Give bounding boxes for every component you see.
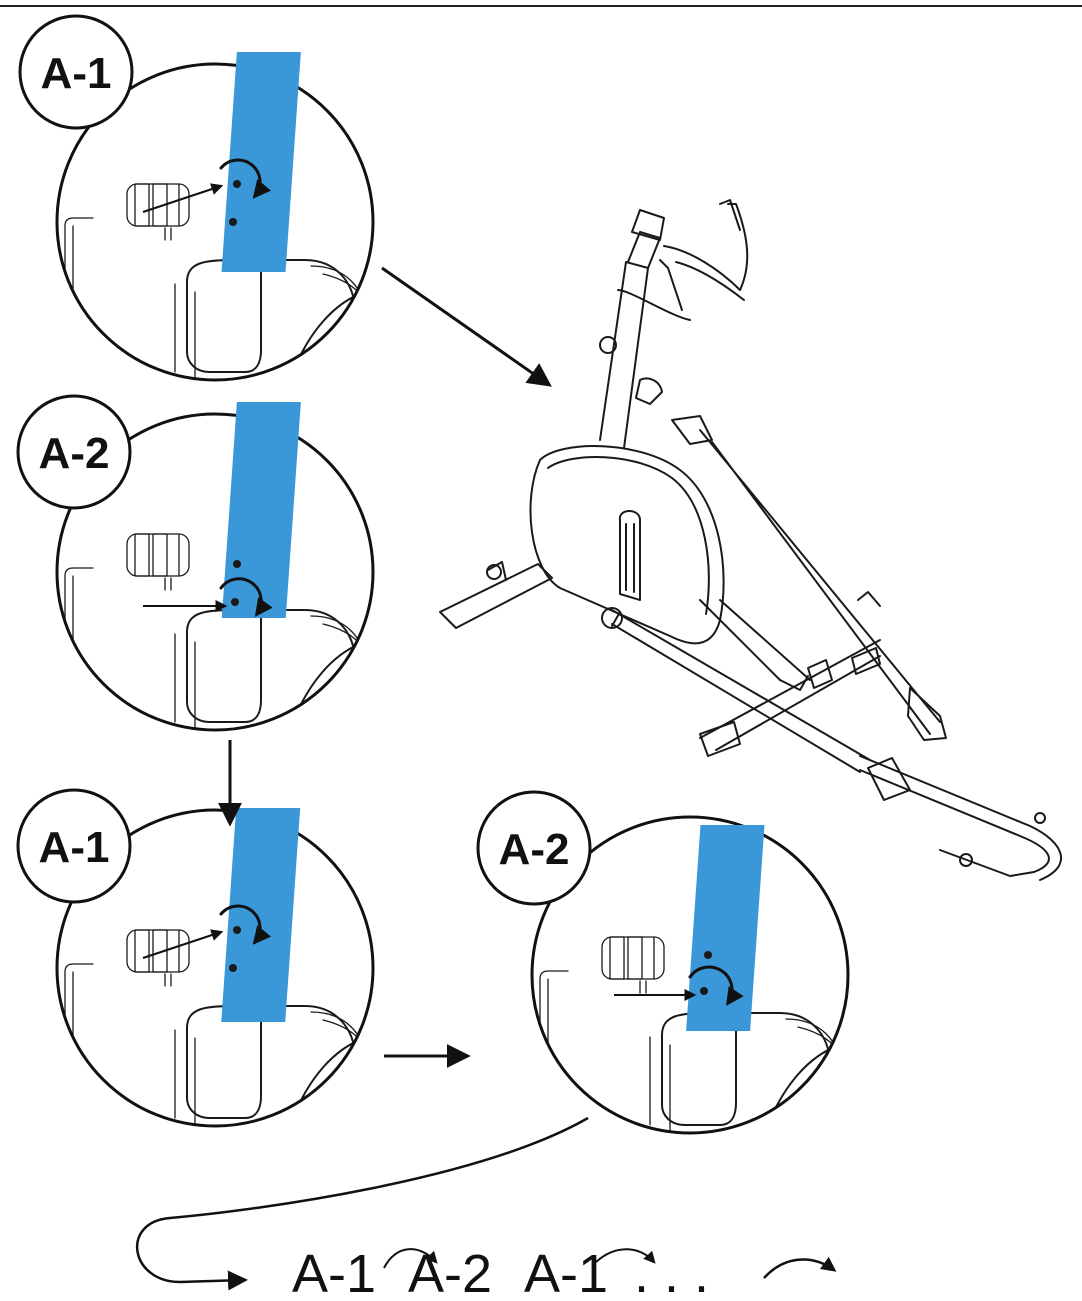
elliptical-trainer-illustration — [439, 199, 1062, 881]
pointer-arrow — [142, 929, 224, 959]
detail-panel-a1-top — [57, 52, 377, 392]
lower-bolt-hole — [229, 218, 237, 226]
pointer-arrow — [142, 183, 224, 213]
upper-bolt-hole — [704, 951, 712, 959]
blue-tube — [221, 52, 301, 272]
sequence-arrow-icon — [595, 1248, 656, 1264]
upper-bolt-hole — [233, 560, 241, 568]
sequence-item: A-1 — [292, 1244, 376, 1301]
upper-bolt-hole — [233, 926, 241, 934]
blue-tube — [686, 825, 765, 1031]
label-bubble: A-1 — [18, 14, 134, 130]
sequence-arrow-icon — [763, 1256, 837, 1279]
loop-return-arrow — [135, 1116, 589, 1291]
detail-panel-a2-bottom — [532, 817, 852, 1145]
flow-arrow-to-machine — [381, 266, 552, 387]
rotate-arrow-icon — [688, 965, 744, 1006]
upper-bolt-hole — [233, 180, 241, 188]
sequence-arrow-icon — [383, 1248, 438, 1269]
label-bubble: A-1 — [16, 788, 132, 904]
panel-label: A-2 — [499, 825, 570, 874]
sequence-row: A-1 A-2 A-1 . . . — [292, 1244, 837, 1301]
panel-label: A-2 — [39, 429, 110, 478]
rotate-arrow-icon — [219, 904, 272, 945]
sequence-item: A-2 — [408, 1244, 492, 1301]
label-bubble: A-2 — [476, 790, 592, 906]
blue-tube — [221, 808, 301, 1022]
sequence-ellipsis: . . . — [634, 1244, 709, 1301]
detail-panel-a1-bottom — [57, 808, 377, 1138]
rotate-arrow-icon — [219, 158, 272, 199]
lower-bolt-hole — [231, 598, 239, 606]
lower-bolt-hole — [700, 987, 708, 995]
panel-label: A-1 — [41, 49, 112, 98]
label-bubble: A-2 — [16, 394, 132, 510]
sequence-item: A-1 — [524, 1244, 608, 1301]
lower-bolt-hole — [229, 964, 237, 972]
blue-tube — [221, 402, 301, 618]
panel-label: A-1 — [39, 823, 110, 872]
detail-panel-a2-middle — [57, 402, 377, 742]
rotate-arrow-icon — [219, 577, 273, 617]
